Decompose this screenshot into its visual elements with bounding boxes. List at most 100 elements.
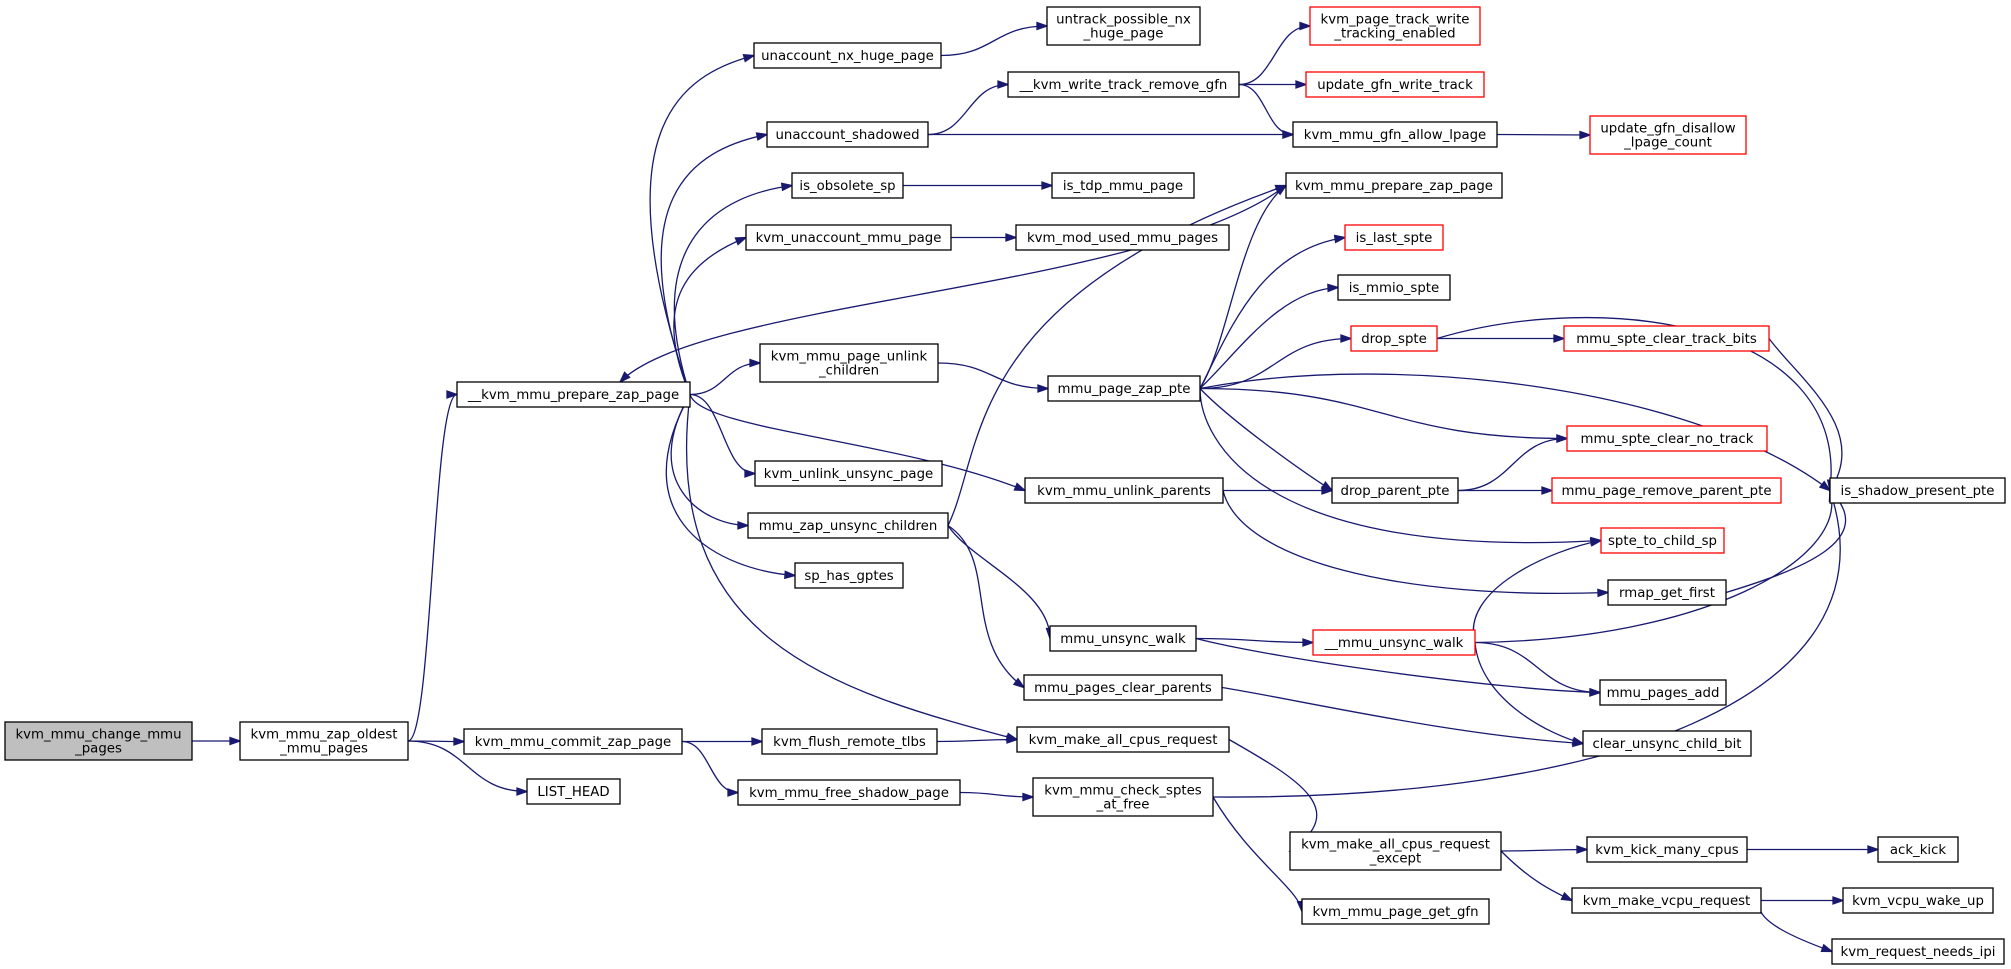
node-kvm_mmu_zap_oldest_mmu_pages[interactable]: kvm_mmu_zap_oldest_mmu_pages [239, 721, 409, 761]
node-label: mmu_spte_clear_no_track [1581, 432, 1754, 447]
node-label: ack_kick [1890, 843, 1947, 858]
node-untrack_possible_nx_huge_page[interactable]: untrack_possible_nx_huge_page [1046, 6, 1201, 46]
node-unaccount_shadowed[interactable]: unaccount_shadowed [766, 121, 929, 148]
edge-mmu_page_zap_pte-to-kvm_mmu_prepare_zap_page [1199, 184, 1288, 389]
node-label: kvm_unlink_unsync_page [764, 467, 933, 482]
node-drop_spte[interactable]: drop_spte [1350, 325, 1438, 352]
node-drop_parent_pte[interactable]: drop_parent_pte [1331, 477, 1459, 504]
node-kvm_make_all_cpus_request_except[interactable]: kvm_make_all_cpus_request_except [1289, 831, 1502, 871]
node-__kvm_mmu_prepare_zap_page[interactable]: __kvm_mmu_prepare_zap_page [456, 381, 691, 408]
edge-rmap_get_first-to-is_shadow_present_pte [1725, 489, 1846, 594]
node-mmu_zap_unsync_children[interactable]: mmu_zap_unsync_children [747, 512, 949, 539]
node-is_last_spte[interactable]: is_last_spte [1344, 224, 1444, 251]
node-label: __mmu_unsync_walk [1324, 636, 1464, 651]
node-__mmu_unsync_walk[interactable]: __mmu_unsync_walk [1312, 629, 1476, 656]
node-label: kvm_mmu_page_unlink [771, 350, 928, 365]
node-mmu_spte_clear_track_bits[interactable]: mmu_spte_clear_track_bits [1563, 325, 1770, 352]
edge-__mmu_unsync_walk-to-mmu_pages_add [1474, 641, 1602, 697]
node-label: mmu_page_remove_parent_pte [1561, 484, 1771, 499]
node-clear_unsync_child_bit[interactable]: clear_unsync_child_bit [1582, 730, 1752, 757]
node-mmu_pages_clear_parents[interactable]: mmu_pages_clear_parents [1023, 674, 1223, 701]
node-kvm_mmu_free_shadow_page[interactable]: kvm_mmu_free_shadow_page [737, 779, 961, 806]
node-kvm_kick_many_cpus[interactable]: kvm_kick_many_cpus [1586, 836, 1748, 863]
node-kvm_mmu_gfn_allow_lpage[interactable]: kvm_mmu_gfn_allow_lpage [1292, 121, 1498, 148]
node-mmu_page_remove_parent_pte[interactable]: mmu_page_remove_parent_pte [1551, 477, 1782, 504]
node-label: __kvm_mmu_prepare_zap_page [467, 388, 679, 403]
edge-drop_parent_pte-to-mmu_page_remove_parent_pte [1458, 486, 1554, 495]
node-label: is_shadow_present_pte [1841, 484, 1995, 499]
node-kvm_make_vcpu_request[interactable]: kvm_make_vcpu_request [1571, 887, 1762, 914]
edge-is_obsolete_sp-to-is_tdp_mmu_page [902, 181, 1054, 190]
edge-kvm_mmu_commit_zap_page-to-kvm_flush_remote_tlbs [682, 737, 764, 746]
node-label: is_obsolete_sp [799, 179, 895, 194]
node-ack_kick[interactable]: ack_kick [1877, 836, 1959, 863]
node-kvm_mmu_check_sptes_at_free[interactable]: kvm_mmu_check_sptes_at_free [1032, 777, 1214, 817]
node-label: kvm_make_vcpu_request [1583, 894, 1751, 909]
node-label: kvm_mmu_check_sptes [1044, 784, 1201, 799]
edge-kvm_mmu_zap_oldest_mmu_pages-to-LIST_HEAD [407, 740, 529, 796]
node-rmap_get_first[interactable]: rmap_get_first [1607, 579, 1727, 606]
node-update_gfn_write_track[interactable]: update_gfn_write_track [1305, 71, 1485, 98]
node-unaccount_nx_huge_page[interactable]: unaccount_nx_huge_page [753, 42, 942, 69]
node-label: __kvm_write_track_remove_gfn [1019, 78, 1228, 93]
node-label: update_gfn_write_track [1317, 78, 1473, 93]
edge-kvm_make_vcpu_request-to-kvm_vcpu_wake_up [1761, 896, 1845, 905]
edge-__kvm_mmu_prepare_zap_page-to-kvm_mmu_unlink_parents [689, 394, 1027, 492]
edge-mmu_page_zap_pte-to-is_shadow_present_pte [1199, 373, 1832, 492]
node-label: drop_spte [1361, 332, 1427, 347]
node-label: kvm_request_needs_ipi [1841, 945, 1996, 960]
edge-mmu_page_zap_pte-to-is_last_spte [1199, 234, 1347, 389]
edge-__mmu_unsync_walk-to-clear_unsync_child_bit [1474, 642, 1585, 746]
node-label: untrack_possible_nx [1056, 13, 1191, 28]
node-label: _at_free [1096, 798, 1150, 813]
node-kvm_request_needs_ipi[interactable]: kvm_request_needs_ipi [1831, 938, 2005, 965]
node-label: LIST_HEAD [537, 785, 609, 800]
edge-drop_parent_pte-to-mmu_spte_clear_no_track [1457, 434, 1569, 492]
node-mmu_pages_add[interactable]: mmu_pages_add [1599, 679, 1727, 706]
node-is_mmio_spte[interactable]: is_mmio_spte [1337, 274, 1451, 301]
edge-mmu_page_zap_pte-to-is_mmio_spte [1199, 283, 1340, 389]
node-kvm_flush_remote_tlbs[interactable]: kvm_flush_remote_tlbs [761, 728, 938, 755]
node-kvm_mmu_commit_zap_page[interactable]: kvm_mmu_commit_zap_page [463, 728, 683, 755]
node-sp_has_gptes[interactable]: sp_has_gptes [794, 562, 904, 589]
edge-mmu_zap_unsync_children-to-mmu_pages_clear_parents [947, 524, 1026, 689]
node-label: kvm_vcpu_wake_up [1852, 894, 1984, 909]
node-kvm_mod_used_mmu_pages[interactable]: kvm_mod_used_mmu_pages [1015, 224, 1230, 251]
node-label: kvm_mmu_commit_zap_page [475, 735, 672, 750]
node-__kvm_write_track_remove_gfn[interactable]: __kvm_write_track_remove_gfn [1007, 71, 1240, 98]
node-is_obsolete_sp[interactable]: is_obsolete_sp [791, 172, 904, 199]
edge-mmu_page_zap_pte-to-mmu_spte_clear_no_track [1199, 387, 1569, 443]
node-mmu_spte_clear_no_track[interactable]: mmu_spte_clear_no_track [1566, 425, 1768, 452]
edge-kvm_kick_many_cpus-to-ack_kick [1747, 845, 1880, 854]
edge-__mmu_unsync_walk-to-spte_to_child_sp [1472, 538, 1603, 643]
edge-__kvm_mmu_prepare_zap_page-to-sp_has_gptes [665, 394, 797, 580]
node-mmu_page_zap_pte[interactable]: mmu_page_zap_pte [1047, 375, 1201, 402]
node-spte_to_child_sp[interactable]: spte_to_child_sp [1600, 527, 1725, 554]
node-label: is_last_spte [1356, 231, 1433, 246]
node-kvm_mmu_page_get_gfn[interactable]: kvm_mmu_page_get_gfn [1301, 898, 1490, 925]
node-mmu_unsync_walk[interactable]: mmu_unsync_walk [1049, 625, 1197, 652]
edge-kvm_mmu_prepare_zap_page-to-__kvm_mmu_prepare_zap_page [618, 184, 1287, 384]
node-update_gfn_disallow_lpage_count[interactable]: update_gfn_disallow_lpage_count [1589, 115, 1747, 155]
node-kvm_unaccount_mmu_page[interactable]: kvm_unaccount_mmu_page [745, 224, 952, 251]
node-is_shadow_present_pte[interactable]: is_shadow_present_pte [1829, 477, 2006, 504]
node-kvm_mmu_page_unlink_children[interactable]: kvm_mmu_page_unlink_children [759, 343, 939, 383]
edge-kvm_make_vcpu_request-to-kvm_request_needs_ipi [1758, 900, 1834, 953]
node-label: update_gfn_disallow [1600, 122, 1735, 137]
node-label: _lpage_count [1623, 136, 1712, 151]
node-kvm_make_all_cpus_request[interactable]: kvm_make_all_cpus_request [1016, 726, 1230, 753]
edge-kvm_mmu_page_unlink_children-to-mmu_page_zap_pte [937, 362, 1050, 393]
node-label: mmu_pages_clear_parents [1034, 681, 1212, 696]
edge-__kvm_mmu_prepare_zap_page-to-unaccount_shadowed [660, 132, 769, 395]
node-kvm_page_track_write_tracking_enabled[interactable]: kvm_page_track_write_tracking_enabled [1309, 6, 1481, 46]
node-LIST_HEAD[interactable]: LIST_HEAD [526, 778, 621, 805]
node-kvm_mmu_unlink_parents[interactable]: kvm_mmu_unlink_parents [1024, 477, 1224, 504]
edge-kvm_mmu_free_shadow_page-to-kvm_mmu_check_sptes_at_free [959, 791, 1035, 802]
node-kvm_vcpu_wake_up[interactable]: kvm_vcpu_wake_up [1842, 887, 1994, 914]
edge-mmu_zap_unsync_children-to-mmu_unsync_walk [947, 525, 1055, 641]
node-kvm_unlink_unsync_page[interactable]: kvm_unlink_unsync_page [754, 460, 943, 487]
node-kvm_mmu_prepare_zap_page[interactable]: kvm_mmu_prepare_zap_page [1285, 172, 1503, 199]
node-is_tdp_mmu_page[interactable]: is_tdp_mmu_page [1051, 172, 1195, 199]
edge-kvm_make_all_cpus_request_except-to-kvm_make_vcpu_request [1500, 850, 1574, 902]
